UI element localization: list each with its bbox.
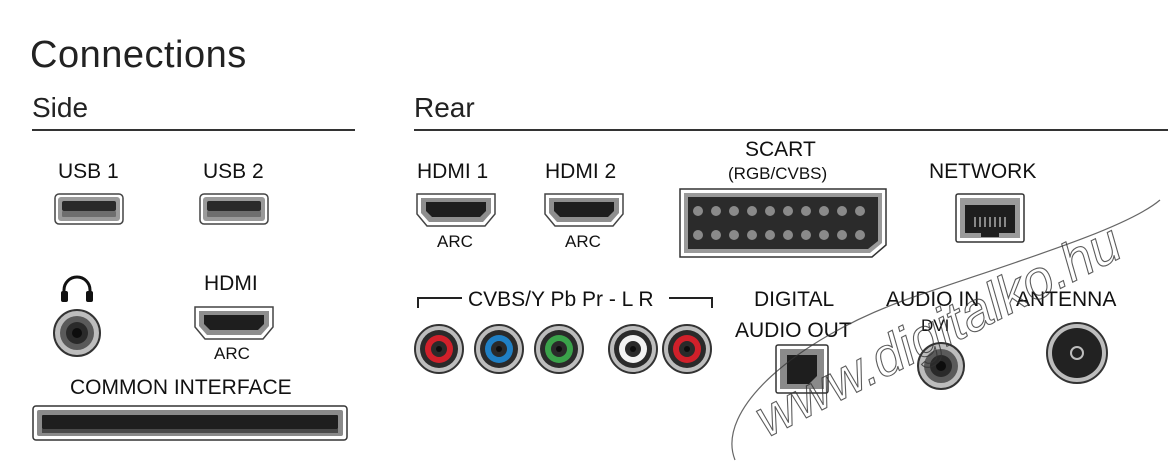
rca-white-jack — [608, 324, 658, 374]
scart-pin — [693, 206, 703, 216]
scart-pin — [837, 206, 847, 216]
hdmi2-arc-label: ARC — [565, 232, 601, 251]
scart-pin — [783, 230, 793, 240]
rear-divider — [414, 129, 1168, 131]
side-hdmi-label: HDMI — [204, 272, 258, 295]
side-hdmi-arc-label: ARC — [214, 344, 250, 363]
scart-sub-label: (RGB/CVBS) — [728, 164, 828, 183]
rca-blue-jack — [474, 324, 524, 374]
scart-pin — [765, 206, 775, 216]
antenna-label: ANTENNA — [1016, 288, 1117, 311]
common-interface-label: COMMON INTERFACE — [70, 376, 292, 399]
scart-pin — [693, 230, 703, 240]
scart-pin — [819, 230, 829, 240]
component-label: CVBS/Y Pb Pr - L R — [468, 288, 654, 311]
rca-green-jack — [534, 324, 584, 374]
usb1-port-icon — [54, 193, 124, 225]
scart-pin — [855, 230, 865, 240]
scart-pin — [747, 206, 757, 216]
usb1-label: USB 1 — [58, 160, 119, 183]
watermark-text: www.digitalko.hu — [745, 213, 1131, 449]
hdmi1-port-icon — [416, 193, 496, 227]
scart-pin — [801, 206, 811, 216]
usb2-label: USB 2 — [203, 160, 264, 183]
hdmi2-label: HDMI 2 — [545, 160, 617, 183]
hdmi1-arc-label: ARC — [437, 232, 473, 251]
scart-pin — [711, 230, 721, 240]
watermark: www.digitalko.hu — [731, 199, 1161, 461]
rca-red-jack — [414, 324, 464, 374]
audio-in-label-1: AUDIO IN — [886, 288, 980, 311]
headphone-jack-icon — [53, 309, 101, 357]
audio-in-jack-icon — [917, 342, 965, 390]
network-port-icon — [955, 193, 1025, 243]
digital-audio-label-2: AUDIO OUT — [735, 319, 852, 342]
scart-pin — [801, 230, 811, 240]
scart-pin — [765, 230, 775, 240]
rca-red-audio-jack — [662, 324, 712, 374]
rear-heading: Rear — [414, 92, 475, 123]
optical-port-icon — [775, 344, 829, 394]
side-heading: Side — [32, 92, 89, 123]
scart-pin — [729, 230, 739, 240]
common-interface-slot-icon — [32, 405, 348, 441]
side-divider — [32, 129, 355, 131]
scart-pin — [711, 206, 721, 216]
scart-label: SCART — [745, 138, 816, 161]
page-title: Connections — [30, 34, 247, 76]
scart-port-icon — [679, 188, 887, 258]
digital-audio-label-1: DIGITAL — [754, 288, 835, 311]
rca-jacks — [414, 324, 712, 374]
scart-pin — [837, 230, 847, 240]
scart-pin — [729, 206, 739, 216]
scart-pin — [747, 230, 757, 240]
network-label: NETWORK — [929, 160, 1037, 183]
scart-pin — [855, 206, 865, 216]
hdmi2-port-icon — [544, 193, 624, 227]
audio-in-label-2: DVI — [921, 316, 950, 335]
antenna-port-icon — [1046, 322, 1108, 384]
usb2-port-icon — [199, 193, 269, 225]
component-bracket-line — [417, 297, 713, 308]
scart-pin — [783, 206, 793, 216]
headphone-icon — [61, 275, 93, 302]
scart-pin — [819, 206, 829, 216]
side-hdmi-port-icon — [194, 306, 274, 340]
hdmi1-label: HDMI 1 — [417, 160, 489, 183]
